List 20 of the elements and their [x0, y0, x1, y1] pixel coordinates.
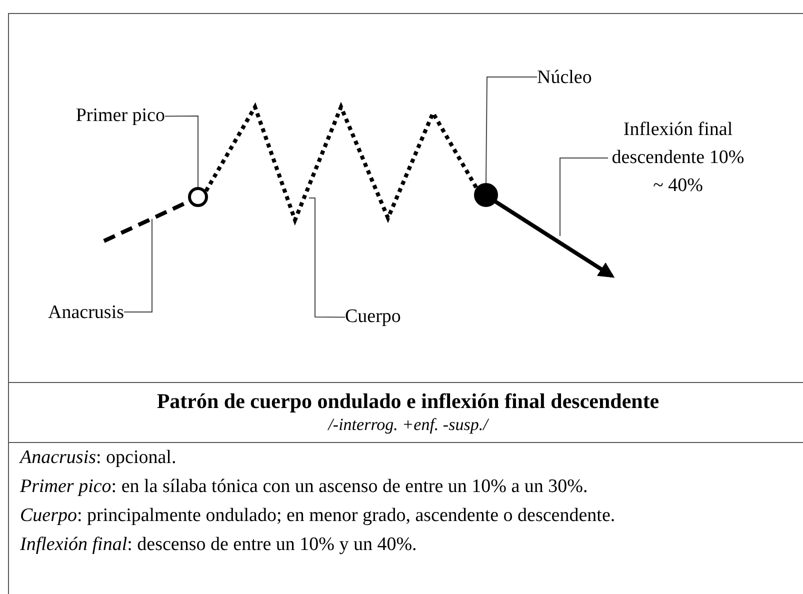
- description-line: Anacrusis: opcional.: [20, 446, 178, 470]
- arrow: [494, 200, 615, 278]
- description-line: Primer pico: en la sílaba tónica con un ascenso de entre un 10% a un 30%.: [20, 475, 589, 499]
- leader-line: [164, 116, 198, 188]
- callout-label: Anacrusis: [22, 299, 124, 327]
- leader-line: [308, 198, 346, 318]
- callout-label: Cuerpo: [345, 303, 425, 331]
- callout-label: Primer pico: [48, 102, 165, 130]
- description-line: Cuerpo: principalmente ondulado; en menor grado, ascendente o descendente.: [20, 504, 616, 528]
- filled-circle-marker: [474, 183, 498, 207]
- leader-line: [486, 76, 538, 184]
- subtitle: /-interrog. +enf. -susp./: [328, 414, 488, 436]
- open-circle-marker: [188, 187, 208, 207]
- description-line: Inflexión final: descenso de entre un 10% y un 40%.: [20, 533, 418, 557]
- callout-label: Inflexión final descendente 10% ~ 40%: [608, 116, 748, 200]
- dotted-zigzag-line: [204, 102, 478, 226]
- callout-label: Núcleo: [537, 64, 617, 92]
- leader-line: [124, 218, 152, 312]
- table-title: Patrón de cuerpo ondulado e inflexión final descendente: [156, 388, 660, 414]
- leader-line: [560, 158, 608, 236]
